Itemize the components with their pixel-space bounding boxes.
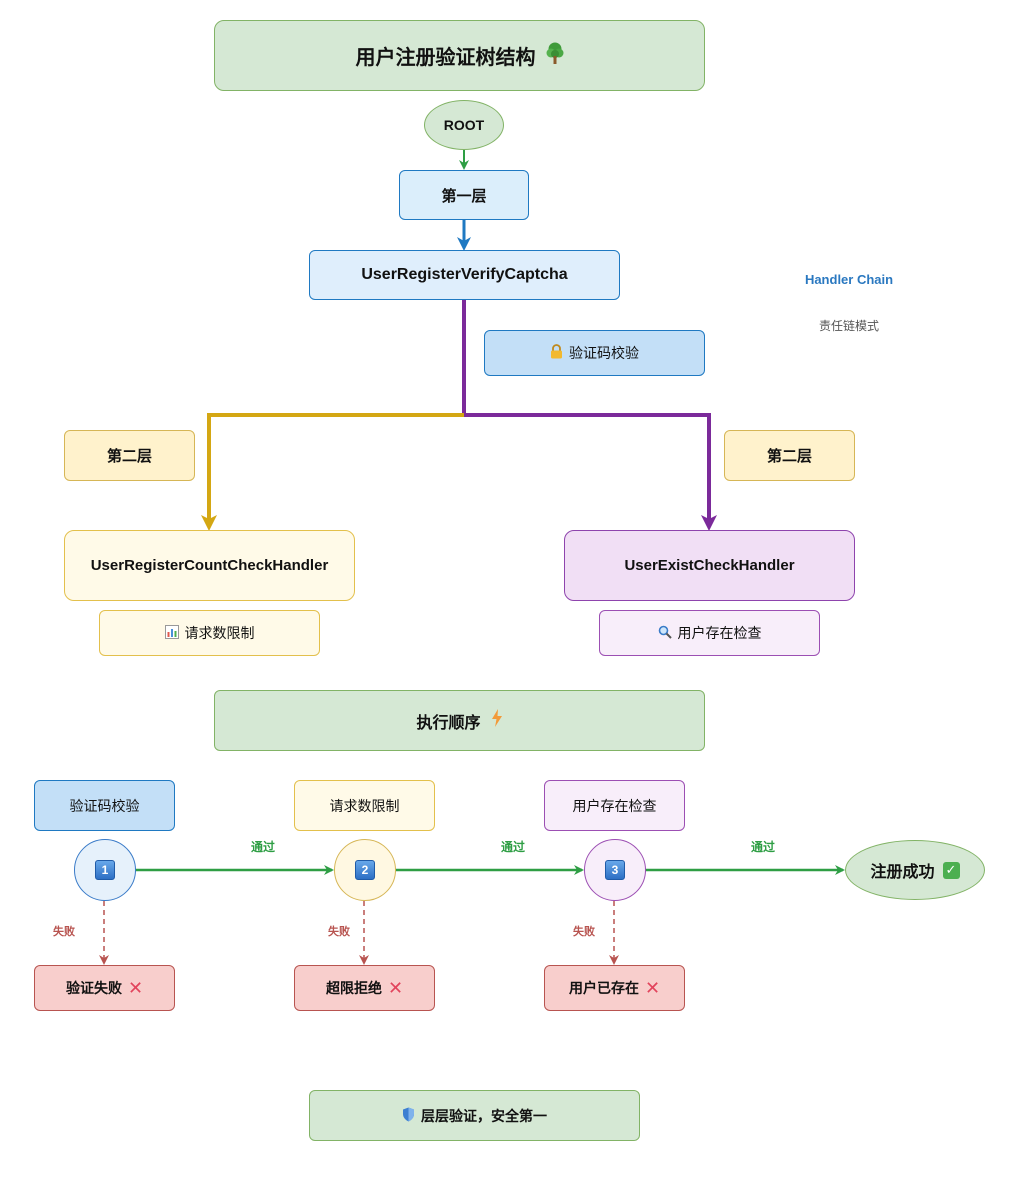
number-1-icon: 1 <box>95 860 115 880</box>
step1-label-box: 验证码校验 <box>34 780 175 831</box>
lightning-icon <box>491 709 503 732</box>
success-label: 注册成功 <box>870 864 935 881</box>
side-note-subtitle: 责任链模式 <box>818 319 879 333</box>
fail-text-3: 用户已存在 <box>568 980 639 996</box>
fail-label-3: 失败 <box>573 926 595 938</box>
step2-label-box: 请求数限制 <box>294 780 435 831</box>
magnifier-icon <box>658 625 672 642</box>
fail-box-2: 超限拒绝 ✕ <box>294 965 435 1011</box>
captcha-desc-label: 验证码校验 <box>569 345 639 361</box>
level1-node: 第一层 <box>399 170 529 220</box>
count-desc-label: 请求数限制 <box>184 625 255 641</box>
cross-icon: ✕ <box>644 977 661 998</box>
count-desc-node: 请求数限制 <box>99 610 320 656</box>
captcha-handler-label: UserRegisterVerifyCaptcha <box>361 266 568 283</box>
fail-label-2: 失败 <box>328 926 350 938</box>
step1-circle: 1 <box>74 839 136 901</box>
level2-right-label: 第二层 <box>766 448 812 465</box>
side-note-title: Handler Chain <box>804 272 894 287</box>
pass-label-1: 通过 <box>251 840 276 854</box>
fail-text-2: 超限拒绝 <box>325 980 382 996</box>
check-icon: ✓ <box>942 861 960 879</box>
root-node: ROOT <box>424 100 504 150</box>
pass-label-3: 通过 <box>751 840 776 854</box>
footer-banner: 层层验证，安全第一 <box>309 1090 640 1141</box>
cross-icon: ✕ <box>127 977 144 998</box>
captcha-handler-node: UserRegisterVerifyCaptcha <box>309 250 620 300</box>
lock-icon <box>550 344 563 362</box>
number-3-icon: 3 <box>605 860 625 880</box>
exist-handler-label: UserExistCheckHandler <box>624 557 795 574</box>
step1-label: 验证码校验 <box>69 797 140 814</box>
flow-title-text: 执行顺序 <box>416 714 481 732</box>
root-node-label: ROOT <box>443 117 485 133</box>
success-node: 注册成功 ✓ <box>845 840 985 900</box>
count-handler-label: UserRegisterCountCheckHandler <box>90 557 329 574</box>
pass-label-2: 通过 <box>501 840 526 854</box>
exist-desc-node: 用户存在检查 <box>599 610 820 656</box>
fail-text-1: 验证失败 <box>65 980 122 996</box>
count-handler-node: UserRegisterCountCheckHandler <box>64 530 355 601</box>
level2-right-node: 第二层 <box>724 430 855 481</box>
shield-icon <box>402 1107 415 1125</box>
level2-left-node: 第二层 <box>64 430 195 481</box>
level1-label: 第一层 <box>441 187 487 205</box>
step3-circle: 3 <box>584 839 646 901</box>
exist-handler-node: UserExistCheckHandler <box>564 530 855 601</box>
bar-chart-icon <box>164 624 179 642</box>
flow-title: 执行顺序 <box>214 690 705 751</box>
level2-left-label: 第二层 <box>106 448 152 465</box>
diagram-title: 用户注册验证树结构 <box>214 20 705 91</box>
diagram-title-text: 用户注册验证树结构 <box>355 47 536 69</box>
step2-label: 请求数限制 <box>329 797 400 814</box>
fail-box-3: 用户已存在 ✕ <box>544 965 685 1011</box>
step3-label-box: 用户存在检查 <box>544 780 685 831</box>
captcha-desc-node: 验证码校验 <box>484 330 705 376</box>
tree-icon <box>546 42 564 70</box>
number-2-icon: 2 <box>355 860 375 880</box>
footer-text: 层层验证，安全第一 <box>421 1107 547 1124</box>
step3-label: 用户存在检查 <box>572 797 657 814</box>
exist-desc-label: 用户存在检查 <box>677 625 762 641</box>
edge-to-count-handler <box>201 413 464 531</box>
edge-to-exist-handler <box>464 413 717 531</box>
fail-box-1: 验证失败 ✕ <box>34 965 175 1011</box>
fail-label-1: 失败 <box>53 926 75 938</box>
cross-icon: ✕ <box>387 977 404 998</box>
step2-circle: 2 <box>334 839 396 901</box>
